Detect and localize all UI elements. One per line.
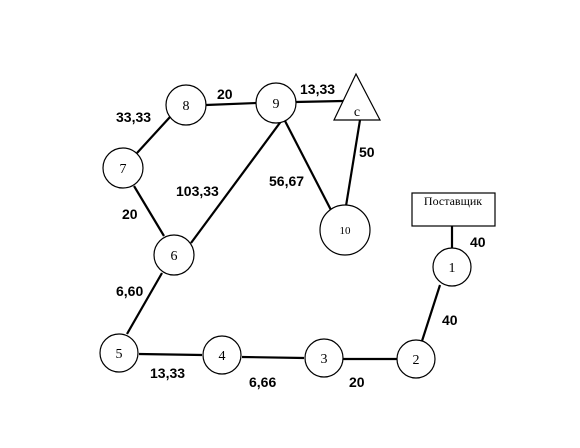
node-2-label: 2 bbox=[413, 353, 420, 368]
node-9: 9 bbox=[255, 82, 297, 124]
weight-supplier-1: 40 bbox=[470, 234, 486, 250]
node-9-label: 9 bbox=[273, 97, 280, 112]
node-9-circle bbox=[255, 82, 297, 124]
node-7-label: 7 bbox=[120, 162, 127, 177]
weight-9-c: 13,33 bbox=[300, 81, 335, 97]
weight-1-2: 40 bbox=[442, 312, 458, 328]
supplier-node: Поставщик bbox=[411, 192, 496, 227]
node-4: 4 bbox=[202, 335, 242, 375]
edge-6-7 bbox=[133, 185, 165, 237]
node-10-circle bbox=[319, 204, 371, 256]
weight-6-7: 20 bbox=[122, 206, 138, 222]
node-8: 8 bbox=[165, 84, 207, 126]
edge-1-2 bbox=[420, 284, 442, 342]
node-6: 6 bbox=[153, 234, 195, 276]
node-10: 10 bbox=[319, 204, 371, 256]
node-5: 5 bbox=[99, 333, 139, 373]
node-2-circle bbox=[396, 339, 436, 379]
node-1: 1 bbox=[432, 247, 472, 287]
node-2: 2 bbox=[396, 339, 436, 379]
edge-5-6 bbox=[126, 272, 163, 335]
edge-weights: 40 40 20 6,66 13,33 6,60 20 33,33 20 13,… bbox=[116, 81, 486, 390]
edge-6-9 bbox=[190, 119, 283, 244]
weight-4-5: 13,33 bbox=[150, 365, 185, 381]
node-7: 7 bbox=[102, 147, 144, 189]
node-3-label: 3 bbox=[321, 352, 328, 367]
weight-5-6: 6,60 bbox=[116, 283, 143, 299]
node-7-circle bbox=[102, 147, 144, 189]
edge-10-c bbox=[344, 119, 362, 207]
weight-3-4: 6,66 bbox=[249, 374, 276, 390]
weight-2-3: 20 bbox=[349, 374, 365, 390]
node-8-label: 8 bbox=[183, 99, 190, 114]
edge-8-9 bbox=[205, 101, 257, 107]
weight-9-10: 56,67 bbox=[269, 173, 304, 189]
node-3-circle bbox=[304, 338, 344, 378]
node-c: c bbox=[333, 72, 381, 121]
node-1-circle bbox=[432, 247, 472, 287]
node-10-label: 10 bbox=[340, 225, 352, 237]
node-c-label: c bbox=[354, 105, 360, 120]
node-4-label: 4 bbox=[219, 349, 226, 364]
edge-9-c bbox=[294, 99, 344, 104]
node-6-label: 6 bbox=[171, 249, 178, 264]
node-8-circle bbox=[165, 84, 207, 126]
node-1-label: 1 bbox=[449, 261, 456, 276]
node-3: 3 bbox=[304, 338, 344, 378]
node-5-circle bbox=[99, 333, 139, 373]
weight-10-c: 50 bbox=[359, 144, 375, 160]
node-6-circle bbox=[153, 234, 195, 276]
weight-6-9: 103,33 bbox=[176, 183, 219, 199]
edge-4-5 bbox=[138, 352, 203, 357]
weight-7-8: 33,33 bbox=[116, 109, 151, 125]
triangle-c bbox=[333, 72, 381, 121]
edges bbox=[126, 99, 454, 361]
node-4-circle bbox=[202, 335, 242, 375]
node-5-label: 5 bbox=[116, 347, 123, 362]
edge-9-10 bbox=[283, 118, 333, 213]
supplier-label: Поставщик bbox=[424, 194, 482, 208]
weight-8-9: 20 bbox=[217, 86, 233, 102]
supplier-box bbox=[411, 192, 496, 227]
edge-3-4 bbox=[241, 355, 305, 360]
edge-7-8 bbox=[136, 116, 171, 154]
